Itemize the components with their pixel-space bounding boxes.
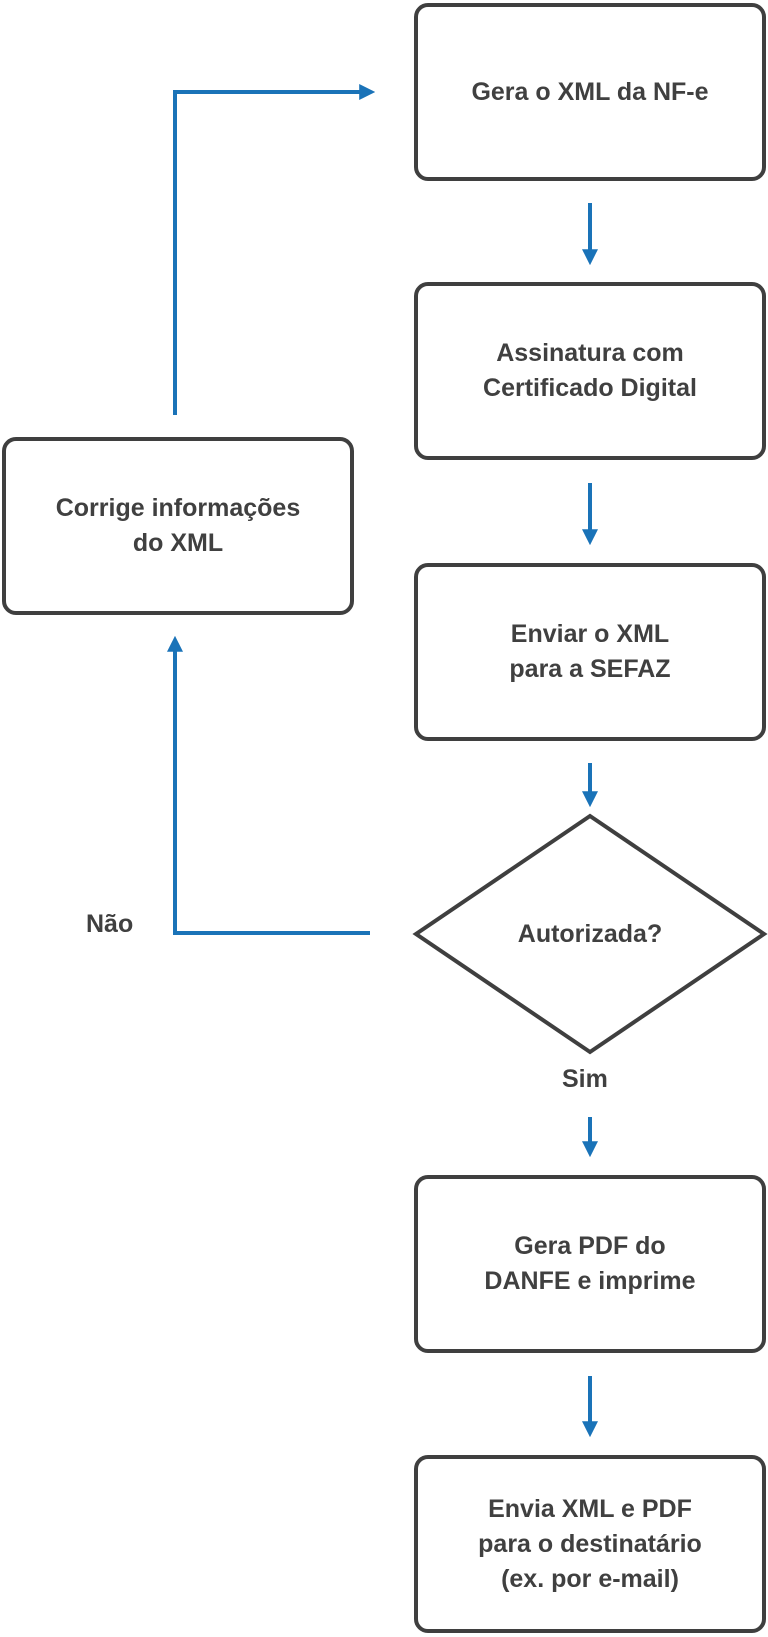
node-gera-xml: Gera o XML da NF-e bbox=[414, 3, 766, 181]
node-gera-pdf-line-1: Gera PDF do bbox=[514, 1232, 666, 1260]
node-assinatura: Assinatura com Certificado Digital bbox=[414, 282, 766, 460]
arrow-corrige-to-gera-xml bbox=[173, 84, 376, 415]
node-autorizada-text: Autorizada? bbox=[416, 914, 764, 954]
node-envia-destinatario: Envia XML e PDF para o destinatário (ex.… bbox=[414, 1455, 766, 1633]
node-gera-pdf: Gera PDF do DANFE e imprime bbox=[414, 1175, 766, 1353]
node-envia-destinatario-line-3: (ex. por e-mail) bbox=[501, 1564, 679, 1593]
node-enviar-sefaz-line-2: para a SEFAZ bbox=[509, 655, 671, 683]
node-corrige: Corrige informações do XML bbox=[2, 437, 354, 615]
edge-label-nao: Não bbox=[86, 910, 134, 938]
edge-label-sim: Sim bbox=[562, 1065, 608, 1093]
node-gera-xml-line-1: Gera o XML da NF-e bbox=[471, 77, 709, 106]
arrow-nao-to-corrige bbox=[167, 635, 370, 935]
node-assinatura-line-2: Certificado Digital bbox=[483, 374, 697, 402]
node-envia-destinatario-line-1: Envia XML e PDF bbox=[488, 1494, 692, 1523]
node-envia-destinatario-line-2: para o destinatário bbox=[478, 1529, 702, 1558]
node-corrige-line-2: do XML bbox=[132, 529, 224, 557]
node-enviar-sefaz: Enviar o XML para a SEFAZ bbox=[414, 563, 766, 741]
node-gera-xml-text: Gera o XML da NF-e bbox=[471, 75, 708, 110]
node-assinatura-text: Assinatura com Certificado Digital bbox=[483, 336, 697, 406]
node-corrige-text: Corrige informações do XML bbox=[56, 491, 301, 561]
node-gera-pdf-line-2: DANFE e imprime bbox=[484, 1267, 696, 1295]
node-corrige-line-1: Corrige informações bbox=[55, 494, 301, 522]
node-autorizada-line-1: Autorizada? bbox=[517, 919, 663, 948]
node-enviar-sefaz-line-1: Enviar o XML bbox=[510, 620, 670, 648]
node-assinatura-line-1: Assinatura com bbox=[496, 339, 684, 367]
node-enviar-sefaz-text: Enviar o XML para a SEFAZ bbox=[509, 617, 670, 687]
decision-diamond-autorizada bbox=[412, 813, 768, 1055]
node-gera-pdf-text: Gera PDF do DANFE e imprime bbox=[484, 1229, 695, 1299]
node-envia-destinatario-text: Envia XML e PDF para o destinatário (ex.… bbox=[478, 1492, 702, 1597]
